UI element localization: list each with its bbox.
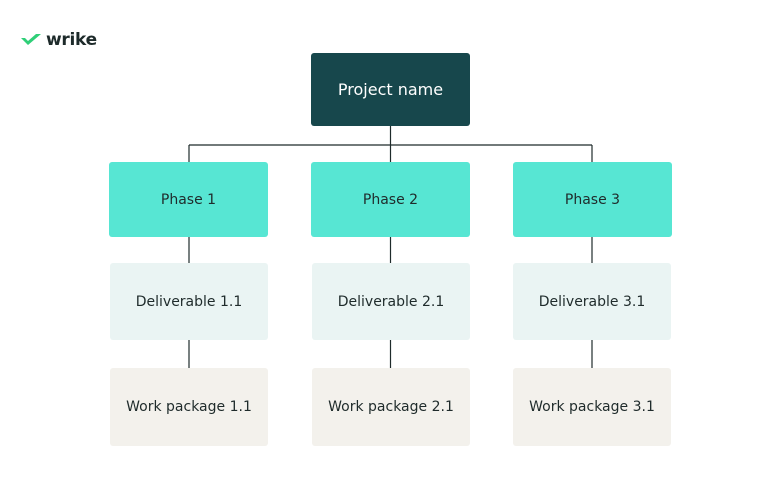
deliverable-2-1-label: Deliverable 2.1: [337, 293, 445, 310]
phase-2-label: Phase 2: [362, 191, 419, 208]
deliverable-3-1-label: Deliverable 3.1: [538, 293, 646, 310]
deliverable-1-1-label: Deliverable 1.1: [135, 293, 243, 310]
phase-1-label: Phase 1: [160, 191, 217, 208]
phase-1-node: Phase 1: [109, 162, 268, 237]
phase-3-label: Phase 3: [564, 191, 621, 208]
work-package-1-1-node: Work package 1.1: [110, 368, 268, 446]
work-package-2-1-label: Work package 2.1: [328, 399, 454, 415]
work-package-1-1-label: Work package 1.1: [126, 399, 252, 415]
logo-text: wrike: [46, 30, 97, 50]
deliverable-3-1-node: Deliverable 3.1: [513, 263, 671, 340]
phase-2-node: Phase 2: [311, 162, 470, 237]
deliverable-1-1-node: Deliverable 1.1: [110, 263, 268, 340]
project-name-label: Project name: [337, 80, 444, 99]
wrike-logo: wrike: [20, 29, 97, 51]
work-package-3-1-node: Work package 3.1: [513, 368, 671, 446]
work-package-2-1-node: Work package 2.1: [312, 368, 470, 446]
checkmark-icon: [21, 34, 41, 45]
project-name-node: Project name: [311, 53, 470, 126]
deliverable-2-1-node: Deliverable 2.1: [312, 263, 470, 340]
work-package-3-1-label: Work package 3.1: [529, 399, 655, 415]
phase-3-node: Phase 3: [513, 162, 672, 237]
